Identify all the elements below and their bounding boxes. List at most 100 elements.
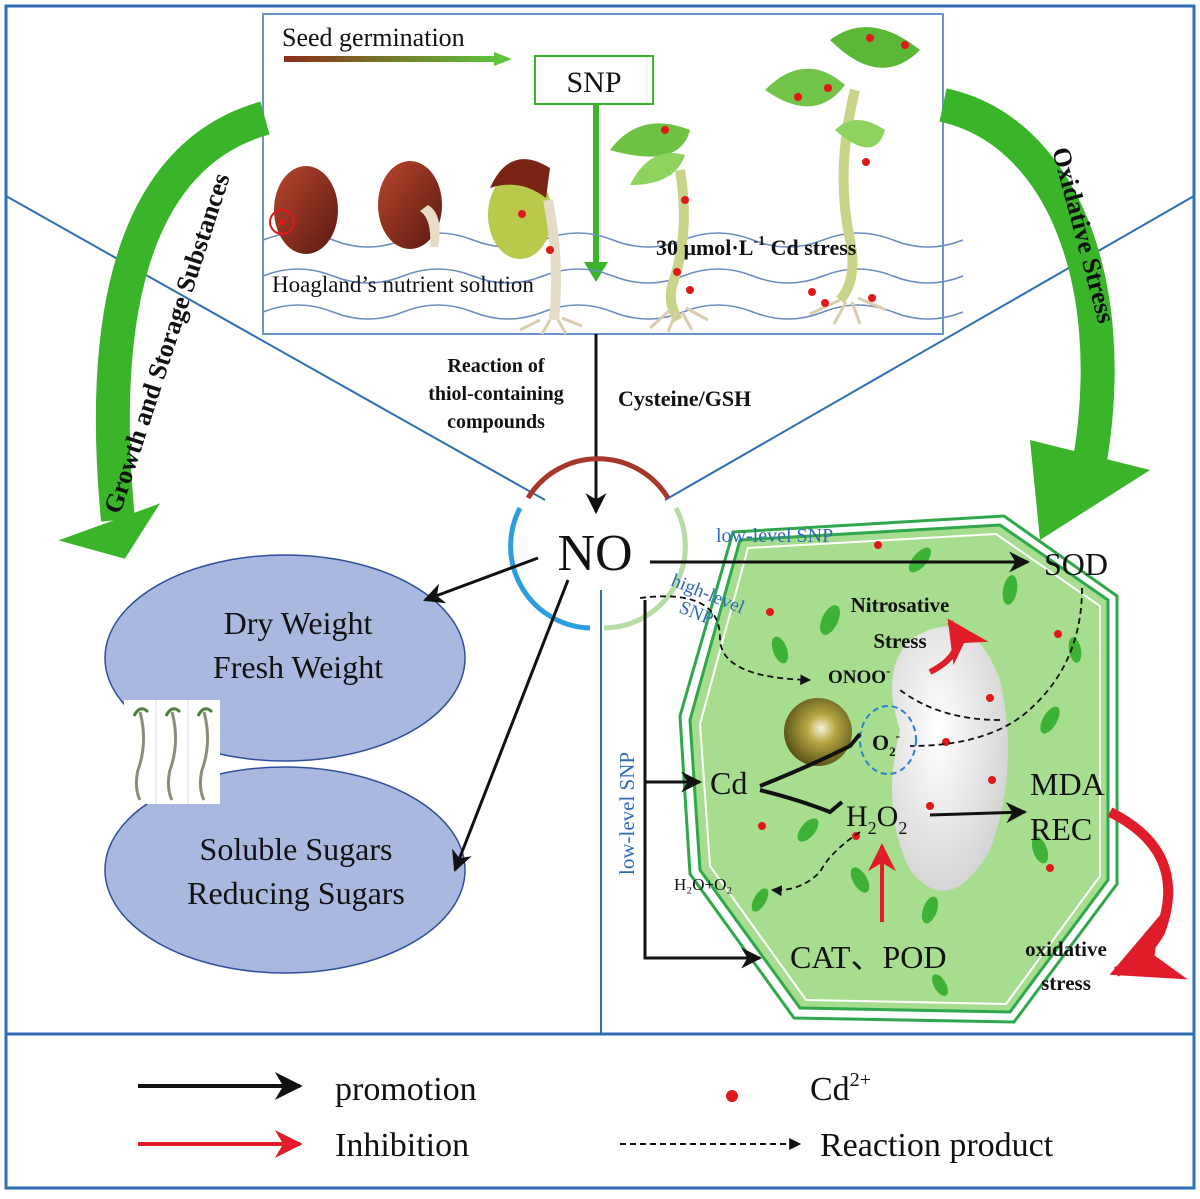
no-ring-top	[525, 456, 671, 500]
arrow-no-to-sugar	[452, 579, 570, 872]
left-green-arrow	[95, 101, 270, 522]
chloroplasts	[751, 547, 1082, 996]
cd-dot	[794, 93, 802, 101]
seedling-1-leaf	[610, 123, 690, 157]
seedling-1-roots	[648, 306, 709, 333]
legend-inhibition: Inhibition	[335, 1127, 469, 1164]
legend-promotion: promotion	[335, 1071, 477, 1108]
photo-leaves	[132, 707, 214, 717]
soluble-sugars-label: Soluble Sugars	[200, 831, 393, 867]
reaction-line-3: compounds	[447, 411, 545, 433]
cd-dot	[862, 158, 870, 166]
cd-dot	[868, 294, 876, 302]
cd-to-o2-line	[759, 732, 862, 788]
oxidative-1: oxidative	[1025, 937, 1107, 961]
cd-dot	[821, 299, 829, 307]
seed-2-radicle	[420, 205, 440, 247]
h2o2-label: H2O2	[846, 800, 907, 838]
photo-seedling	[134, 711, 145, 801]
outer-frame	[4, 4, 1196, 1190]
divider-right	[664, 195, 1195, 501]
oxidative-2: stress	[1041, 971, 1091, 995]
sod-dashed-line	[909, 587, 1083, 747]
cd-dot	[866, 34, 874, 42]
rec-label: REC	[1030, 811, 1092, 847]
fresh-weight-label: Fresh Weight	[213, 649, 383, 685]
cd-dot	[673, 268, 681, 276]
o2-label: O2-	[872, 728, 900, 759]
seedling-2-leaf-top	[830, 27, 920, 68]
vacuole	[892, 626, 1008, 891]
cell-wall-inner	[698, 532, 1101, 1006]
seedling-2-leaf-low	[835, 120, 885, 148]
snp-box	[534, 55, 654, 105]
seed-3-coat	[490, 159, 550, 198]
cysteine-label: Cysteine/GSH	[618, 386, 751, 411]
cd-dot	[661, 126, 669, 134]
legend-reaction-product: Reaction product	[820, 1127, 1054, 1164]
right-green-arrowhead	[1030, 440, 1150, 540]
mda-label: MDA	[1030, 766, 1105, 802]
cd-dot	[546, 246, 554, 254]
nucleus	[784, 698, 852, 766]
germination-bar-head	[494, 52, 512, 66]
nitrosative-2: Stress	[873, 629, 926, 653]
seedling-2-leaf-left	[765, 68, 845, 107]
sod-label: SOD	[1044, 546, 1108, 582]
high-snp-dashed-arrow	[639, 595, 812, 686]
seed-3-rootlets	[519, 316, 583, 335]
dry-weight-label: Dry Weight	[224, 605, 373, 641]
cd-dot	[518, 210, 526, 218]
photo-seedling	[166, 711, 177, 801]
seed-germination-label: Seed germination	[282, 23, 465, 52]
cell-cd-dots	[758, 541, 1062, 872]
superoxide-zone	[859, 705, 917, 775]
low-level-snp-vertical: low-level SNP	[615, 752, 639, 875]
oxidative-stress-arrow	[1107, 807, 1188, 980]
seed-3-root	[543, 199, 561, 321]
h2o2-decomposition-arrow	[770, 831, 861, 897]
divider-left	[5, 195, 546, 501]
cd-dot	[901, 41, 909, 49]
arrow-no-to-cat	[643, 600, 763, 969]
cd-dot	[824, 84, 832, 92]
germination-bar	[284, 56, 494, 62]
snp-arrow-head	[584, 262, 608, 282]
cd-dot	[681, 196, 689, 204]
cd-to-h2o2-line	[759, 788, 844, 815]
cd-label: Cd	[710, 765, 747, 801]
onoo-label: ONOO-	[828, 663, 890, 688]
nutrient-solution-label: Hoagland’s nutrient solution	[272, 272, 534, 297]
right-green-arrow	[938, 88, 1115, 463]
legend-cd-dot	[726, 1090, 738, 1102]
no-label: NO	[557, 525, 632, 582]
snp-arrow-shaft	[593, 104, 599, 264]
sod-dashed-line-2	[899, 689, 1001, 721]
reaction-line-1: Reaction of	[447, 355, 545, 377]
snp-label: SNP	[566, 66, 621, 99]
seedling-1-leaf-2	[630, 153, 685, 185]
left-green-arrowhead	[58, 503, 161, 559]
no-ring-right	[603, 506, 688, 631]
nitrosative-inhibition-arrow	[928, 618, 989, 675]
cd-dot	[808, 288, 816, 296]
h2o-o2-label: H₂O+O₂	[674, 875, 732, 894]
cell-wall-outer	[678, 514, 1119, 1024]
cd-dot	[686, 286, 694, 294]
water-wave-2	[262, 268, 964, 284]
reaction-line-2: thiol-containing	[428, 383, 564, 405]
arrow-h2o2-to-mda	[929, 802, 1028, 824]
seed-hilum-marker	[269, 209, 295, 235]
nitrosative-1: Nitrosative	[851, 593, 950, 617]
cd-dot	[279, 219, 285, 225]
reducing-sugars-label: Reducing Sugars	[187, 875, 405, 911]
low-level-snp-top: low-level SNP	[716, 525, 833, 547]
cat-pod-label: CAT、POD	[790, 939, 946, 975]
arrow-no-to-weight	[423, 556, 539, 604]
legend-cd: Cd2+	[810, 1069, 871, 1108]
cd-stress-label: 30 μmol·L-1 Cd stress	[656, 234, 857, 260]
no-ring-left	[508, 506, 591, 631]
seed-2	[378, 161, 442, 249]
photo-seedling	[198, 711, 209, 801]
